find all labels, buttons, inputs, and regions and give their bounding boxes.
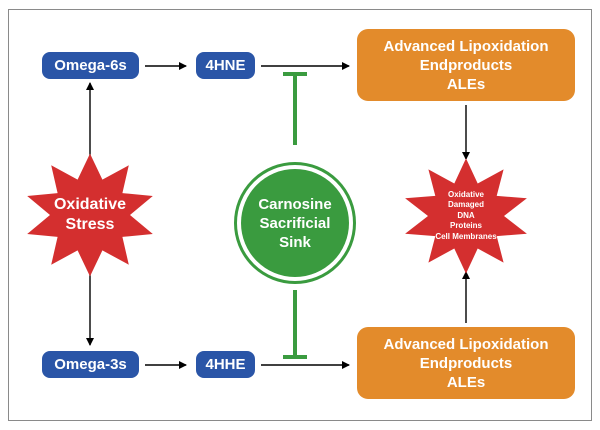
node-4hne: 4HNE [196, 52, 255, 79]
node-oxidative-damage: Oxidative Damaged DNA Proteins Cell Memb… [435, 189, 497, 241]
oxidative-stress-star-icon [27, 153, 153, 277]
node-oxidative-stress: Oxidative Stress [53, 196, 127, 233]
node-omega-3s: Omega-3s [42, 351, 139, 378]
node-ales-top: Advanced Lipoxidation Endproducts ALEs [357, 29, 575, 101]
diagram-frame [8, 9, 592, 421]
carnosine-circle [241, 169, 349, 277]
node-ales-bottom: Advanced Lipoxidation Endproducts ALEs [357, 327, 575, 399]
node-carnosine-sacrificial-sink: Carnosine Sacrificial Sink [258, 195, 332, 251]
carnosine-ring [234, 162, 356, 284]
node-4hhe: 4HHE [196, 351, 255, 378]
node-omega-6s: Omega-6s [42, 52, 139, 79]
oxidative-damage-star-icon [405, 158, 527, 274]
